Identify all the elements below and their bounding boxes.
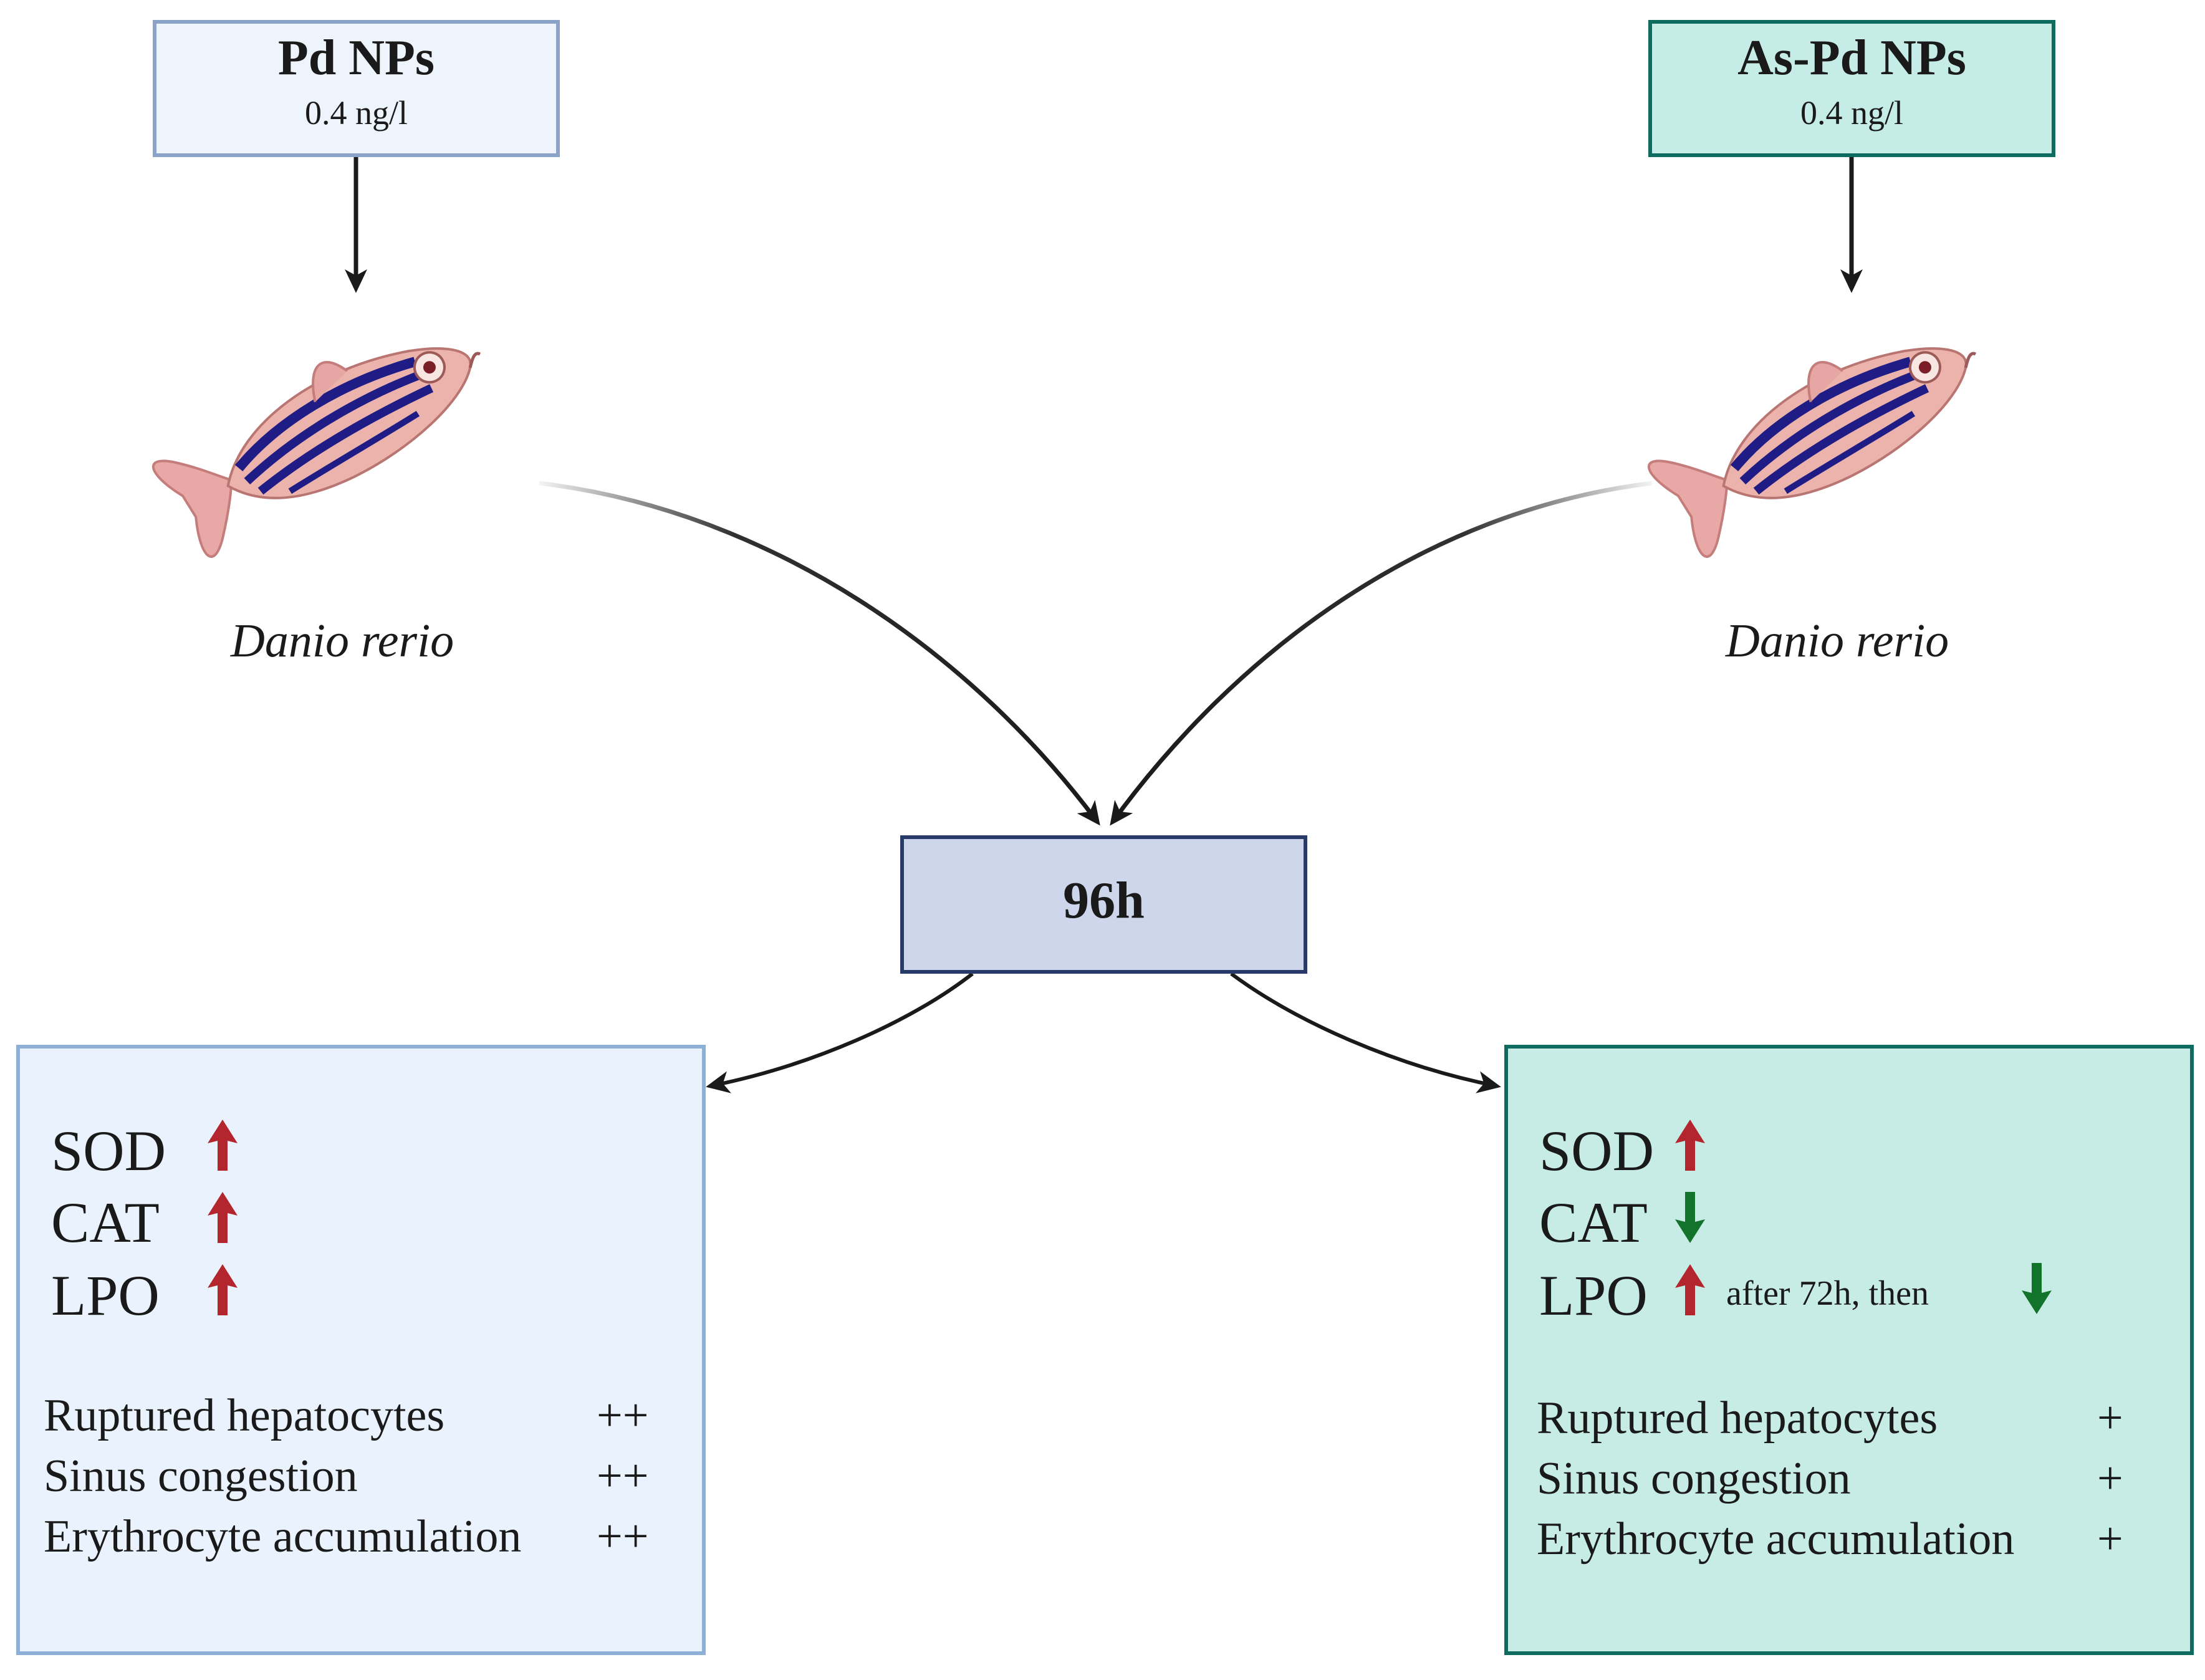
pd-nps-box: Pd NPs 0.4 ng/l [153, 20, 560, 157]
score-sinus-congestion: + [2097, 1453, 2123, 1504]
up-arrow-icon [208, 1120, 238, 1171]
arrow-96h-to-right-results [1230, 972, 1501, 1093]
score-ruptured-hepatocytes: + [2097, 1393, 2123, 1444]
marker-lpo: LPO [51, 1264, 160, 1327]
finding-erythrocyte-accumulation: Erythrocyte accumulation [1537, 1514, 2015, 1565]
as-pd-nps-title: As-Pd NPs [1737, 31, 1966, 85]
pd-nps-dose: 0.4 ng/l [304, 94, 408, 132]
as-pd-nps-box: As-Pd NPs 0.4 ng/l [1648, 20, 2055, 157]
finding-ruptured-hepatocytes: Ruptured hepatocytes [44, 1390, 445, 1441]
marker-cat: CAT [1539, 1191, 1648, 1254]
exposure-duration: 96h [1063, 871, 1145, 929]
as-pd-nps-results-box: SOD CAT LPO after 72h, then Ruptured hep… [1504, 1045, 2194, 1655]
marker-sod: SOD [51, 1119, 166, 1183]
lpo-note: after 72h, then [1726, 1274, 1929, 1313]
up-arrow-icon [1675, 1264, 1705, 1315]
finding-ruptured-hepatocytes: Ruptured hepatocytes [1537, 1393, 1938, 1444]
score-ruptured-hepatocytes: ++ [597, 1390, 649, 1441]
pd-nps-results-box: SOD CAT LPO Ruptured hepatocytes ++ Sinu… [16, 1045, 706, 1655]
as-pd-nps-dose: 0.4 ng/l [1800, 94, 1903, 132]
exposure-duration-box: 96h [900, 835, 1307, 974]
marker-lpo: LPO [1539, 1264, 1648, 1327]
up-arrow-icon [208, 1264, 238, 1315]
finding-sinus-congestion: Sinus congestion [44, 1451, 358, 1502]
down-arrow-icon [2022, 1263, 2052, 1314]
species-label-right: Danio rerio [1726, 615, 1949, 667]
species-label-left: Danio rerio [231, 615, 454, 667]
up-arrow-icon [208, 1192, 238, 1243]
up-arrow-icon [1675, 1120, 1705, 1171]
finding-sinus-congestion: Sinus congestion [1537, 1453, 1851, 1504]
zebrafish-icon [151, 347, 481, 558]
pd-nps-title: Pd NPs [277, 31, 435, 85]
down-arrow-icon [1675, 1192, 1705, 1243]
arrow-right-fish-to-96h [1110, 481, 1653, 826]
score-sinus-congestion: ++ [597, 1451, 649, 1502]
score-erythrocyte-accumulation: + [2097, 1514, 2123, 1565]
arrow-left-fish-to-96h [539, 481, 1100, 826]
marker-sod: SOD [1539, 1119, 1655, 1183]
marker-cat: CAT [51, 1191, 160, 1254]
zebrafish-icon [1647, 347, 1977, 558]
score-erythrocyte-accumulation: ++ [597, 1511, 649, 1562]
arrow-96h-to-left-results [706, 972, 974, 1093]
finding-erythrocyte-accumulation: Erythrocyte accumulation [44, 1511, 522, 1562]
